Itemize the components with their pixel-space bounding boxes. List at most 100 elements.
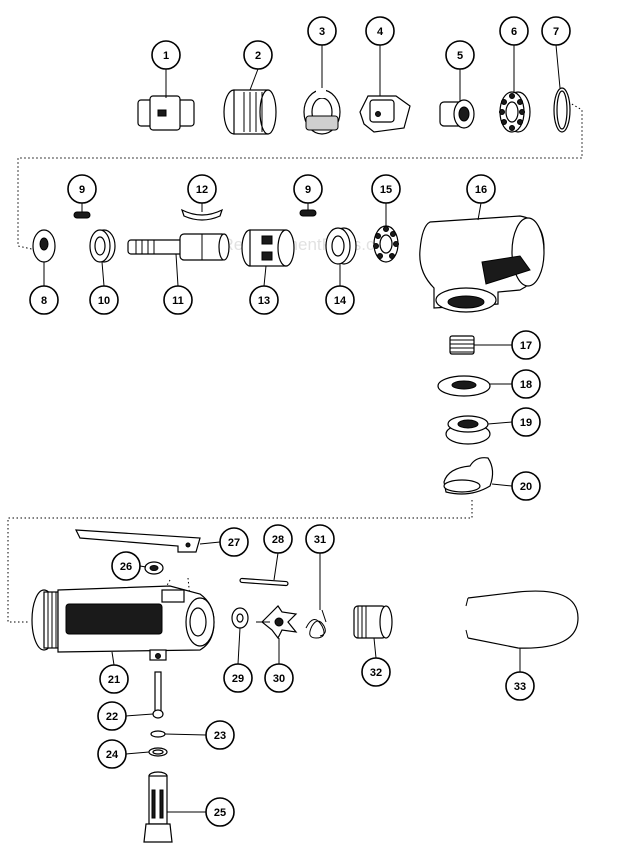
- part-19-threaded-ring: [445, 415, 491, 445]
- part-9-key-left: [73, 211, 91, 219]
- part-31-spring: [305, 609, 327, 639]
- callout-17: 17: [511, 330, 541, 360]
- callout-3: 3: [307, 16, 337, 46]
- part-17-spring: [449, 335, 475, 355]
- part-2-threaded-collar: [223, 89, 277, 135]
- part-1-spindle: [137, 95, 195, 131]
- svg-text:27: 27: [228, 537, 240, 549]
- svg-text:14: 14: [334, 295, 347, 307]
- svg-text:21: 21: [108, 674, 120, 686]
- svg-text:3: 3: [319, 26, 325, 38]
- callout-32: 32: [361, 657, 391, 687]
- svg-text:31: 31: [314, 534, 326, 546]
- callout-9-right: 9: [293, 174, 323, 204]
- part-4-hex-nut: [359, 95, 411, 133]
- leader-lines: [43, 44, 561, 813]
- part-23-o-ring: [150, 730, 166, 738]
- callout-29: 29: [223, 663, 253, 693]
- svg-text:19: 19: [520, 417, 532, 429]
- svg-text:11: 11: [172, 295, 184, 307]
- assembly-guide-lines: [7, 99, 583, 623]
- svg-text:12: 12: [196, 184, 208, 196]
- callout-26: 26: [111, 551, 141, 581]
- svg-text:1: 1: [163, 50, 169, 62]
- callout-27: 27: [219, 527, 249, 557]
- part-29-washer: [231, 607, 249, 629]
- part-6-ball-bearing: [499, 91, 531, 133]
- part-11-rotor-shaft: [127, 233, 230, 261]
- part-24-o-ring: [148, 747, 168, 757]
- svg-text:28: 28: [272, 534, 284, 546]
- part-12-rotor-blade: [180, 208, 224, 221]
- svg-text:6: 6: [511, 26, 517, 38]
- part-5-bearing-cap: [439, 99, 475, 129]
- callout-30: 30: [264, 663, 294, 693]
- part-30-governor: [256, 605, 298, 640]
- callout-18: 18: [511, 369, 541, 399]
- svg-text:32: 32: [370, 667, 382, 679]
- part-13-cylinder: [241, 229, 295, 267]
- part-25-inlet-valve: [143, 771, 173, 843]
- part-21-motor-housing: [31, 585, 215, 661]
- part-10-bushing: [89, 229, 116, 263]
- callout-9-left: 9: [67, 174, 97, 204]
- callout-16: 16: [466, 174, 496, 204]
- svg-text:20: 20: [520, 481, 532, 493]
- part-9-key-right: [299, 209, 317, 217]
- svg-text:30: 30: [273, 673, 285, 685]
- part-22-valve-stem: [152, 671, 164, 719]
- svg-text:2: 2: [255, 50, 261, 62]
- part-16-angle-head-housing: [419, 215, 545, 313]
- callout-24: 24: [97, 739, 127, 769]
- svg-text:9: 9: [79, 184, 85, 196]
- svg-text:15: 15: [380, 184, 392, 196]
- svg-text:16: 16: [475, 184, 487, 196]
- callout-6: 6: [499, 16, 529, 46]
- svg-text:13: 13: [258, 295, 270, 307]
- callout-33: 33: [505, 671, 535, 701]
- svg-text:18: 18: [520, 379, 532, 391]
- callout-15: 15: [371, 174, 401, 204]
- callout-13: 13: [249, 285, 279, 315]
- part-26-retaining-clip: [144, 561, 164, 575]
- callout-22: 22: [97, 701, 127, 731]
- part-28-pin: [239, 577, 289, 587]
- svg-text:17: 17: [520, 340, 532, 352]
- callout-19: 19: [511, 407, 541, 437]
- callout-7: 7: [541, 16, 571, 46]
- part-3-split-ring: [303, 88, 341, 135]
- svg-text:9: 9: [305, 184, 311, 196]
- svg-text:4: 4: [377, 26, 384, 38]
- callout-31: 31: [305, 524, 335, 554]
- svg-text:33: 33: [514, 681, 526, 693]
- svg-text:29: 29: [232, 673, 244, 685]
- part-33-wire-loop: [465, 590, 579, 649]
- callout-4: 4: [365, 16, 395, 46]
- part-27-throttle-lever: [74, 529, 201, 553]
- callout-12: 12: [187, 174, 217, 204]
- callout-10: 10: [89, 285, 119, 315]
- watermark: eReplacementParts.com: [212, 235, 398, 254]
- svg-text:8: 8: [41, 295, 47, 307]
- part-14-end-plate: [325, 227, 357, 265]
- svg-text:5: 5: [457, 50, 463, 62]
- part-15-bearing: [373, 225, 399, 263]
- svg-text:26: 26: [120, 561, 132, 573]
- callout-14: 14: [325, 285, 355, 315]
- part-8-washer: [32, 229, 56, 263]
- callout-11: 11: [163, 285, 193, 315]
- part-18-flat-washer: [437, 375, 491, 397]
- callout-28: 28: [263, 524, 293, 554]
- svg-text:23: 23: [214, 730, 226, 742]
- svg-text:24: 24: [106, 749, 119, 761]
- svg-text:25: 25: [214, 807, 226, 819]
- callout-20: 20: [511, 471, 541, 501]
- svg-text:7: 7: [553, 26, 559, 38]
- callout-21: 21: [99, 664, 129, 694]
- callout-8: 8: [29, 285, 59, 315]
- callout-1: 1: [151, 40, 181, 70]
- svg-text:10: 10: [98, 295, 110, 307]
- part-32-inlet-bushing: [353, 605, 393, 639]
- callout-2: 2: [243, 40, 273, 70]
